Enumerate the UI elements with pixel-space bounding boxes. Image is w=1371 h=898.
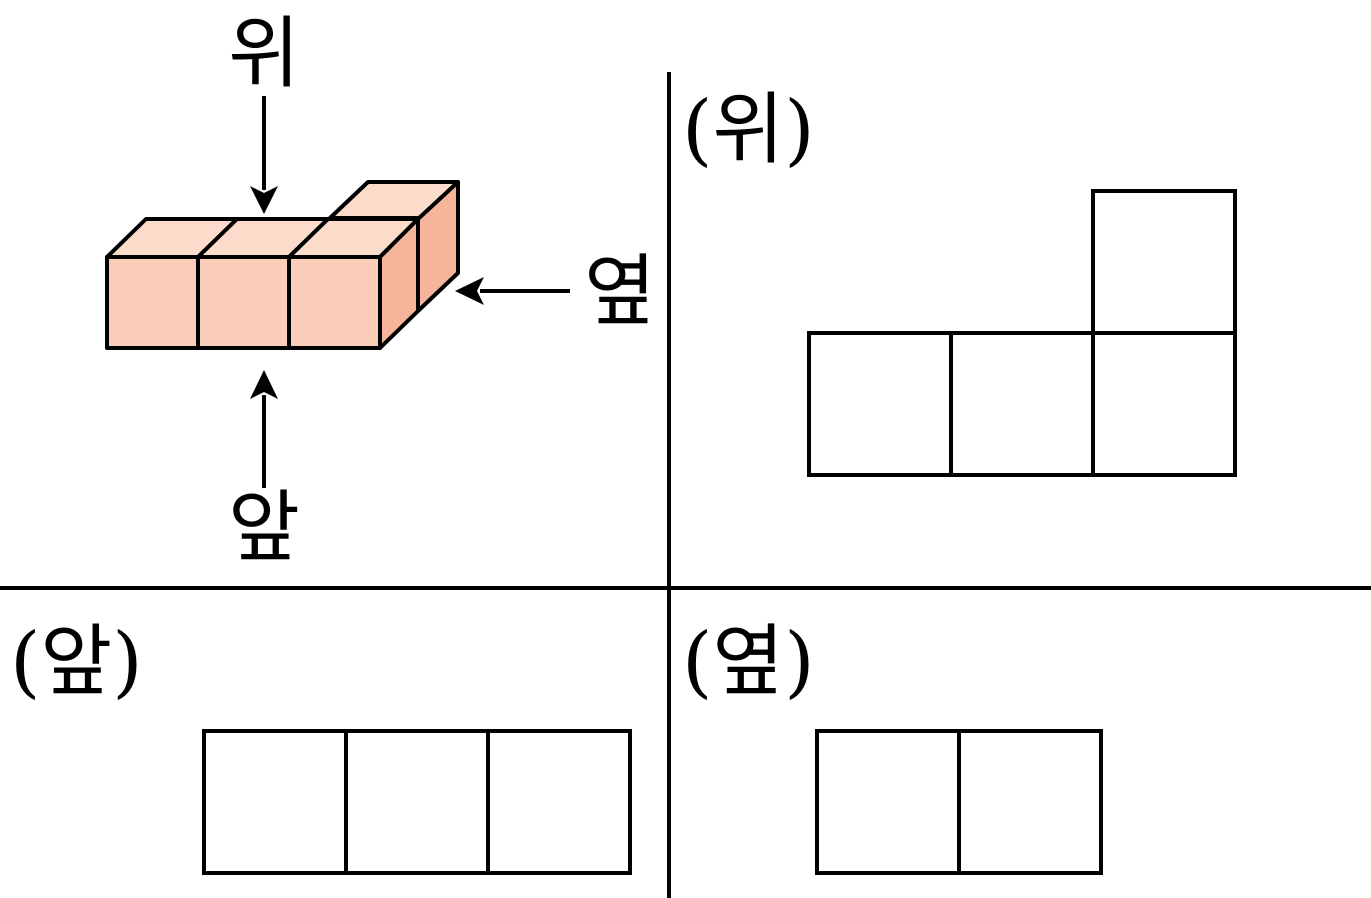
label-direction-side: 옆: [584, 247, 656, 337]
cube-side-face: [416, 180, 460, 313]
cube-front-face: [196, 255, 291, 350]
grid-cell: [949, 331, 1095, 477]
grid-cell: [344, 729, 490, 875]
label-view-top: (위): [682, 85, 815, 175]
label-view-side: (옆): [682, 617, 815, 707]
label-direction-top: 위: [228, 9, 300, 99]
grid-cell: [807, 331, 953, 477]
arrow-from-side: [455, 277, 570, 305]
grid-cell: [815, 729, 961, 875]
cube-front-face: [105, 255, 200, 350]
grid-cell: [957, 729, 1103, 875]
top-view-grid: [807, 189, 1237, 477]
front-view-grid: [202, 729, 632, 875]
block-figure: [105, 180, 460, 350]
grid-cell: [202, 729, 348, 875]
side-view-grid: [815, 729, 1103, 875]
grid-cell: [486, 729, 632, 875]
label-view-front: (앞): [10, 617, 143, 707]
grid-cell: [1091, 331, 1237, 477]
grid-cell: [1091, 189, 1237, 335]
label-direction-front: 앞: [228, 483, 300, 573]
arrow-from-front: [250, 370, 278, 488]
arrow-from-top: [250, 96, 278, 214]
cube-front-face: [287, 255, 382, 350]
